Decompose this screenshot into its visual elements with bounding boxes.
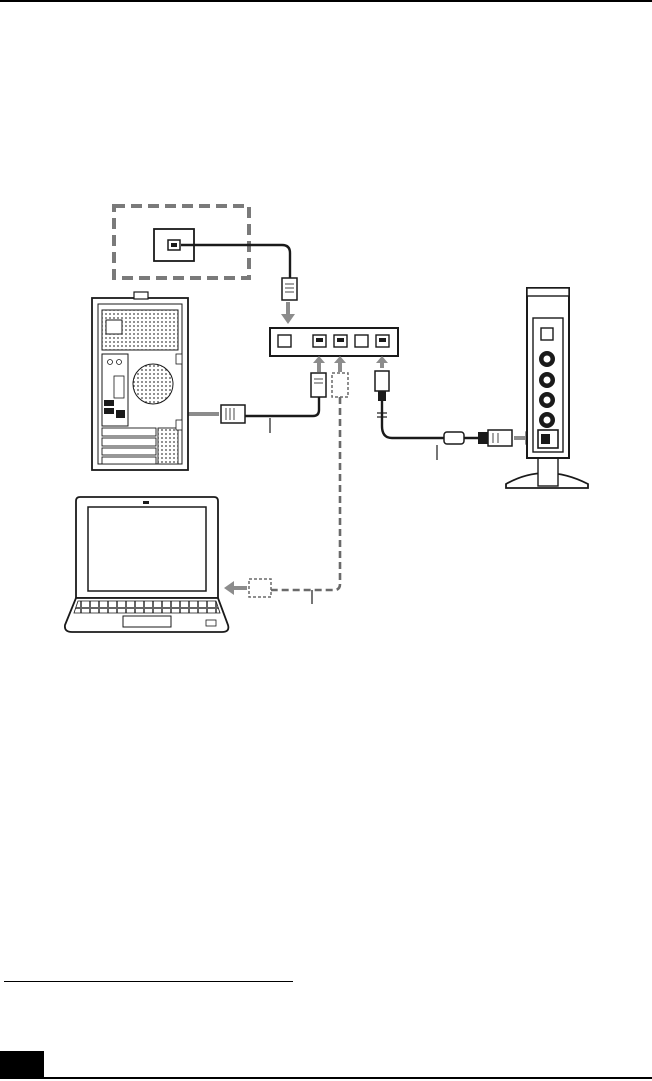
desktop-end-plug-icon xyxy=(221,405,245,423)
media-receiver-icon xyxy=(506,288,588,488)
footnote-rule xyxy=(4,981,293,982)
arrow-to-laptop xyxy=(224,581,247,595)
desktop-cable xyxy=(244,397,319,416)
laptop-icon xyxy=(65,497,229,632)
ferrite-core-icon xyxy=(444,432,464,444)
laptop-end-plug-icon xyxy=(249,579,271,597)
arrow-laptop-port xyxy=(334,356,346,372)
desktop-tower-icon xyxy=(92,292,188,470)
laptop-cable xyxy=(270,397,340,590)
laptop-cable-plug-icon xyxy=(332,373,348,397)
page-number-tab xyxy=(0,1051,44,1079)
hub-icon xyxy=(270,328,398,356)
bottom-rule xyxy=(0,1077,652,1079)
arrow-to-hub xyxy=(281,302,295,324)
media-cable xyxy=(382,401,448,438)
desktop-cable-plug-icon xyxy=(311,373,326,397)
wall-cable-plug-icon xyxy=(282,278,297,300)
media-cable-plug-icon xyxy=(375,371,389,401)
media-end-plug-icon xyxy=(478,430,512,446)
arrow-desktop-port xyxy=(313,356,325,372)
arrow-media-port xyxy=(376,356,388,368)
wall-jack-box xyxy=(114,206,249,278)
wall-cable xyxy=(181,245,290,278)
